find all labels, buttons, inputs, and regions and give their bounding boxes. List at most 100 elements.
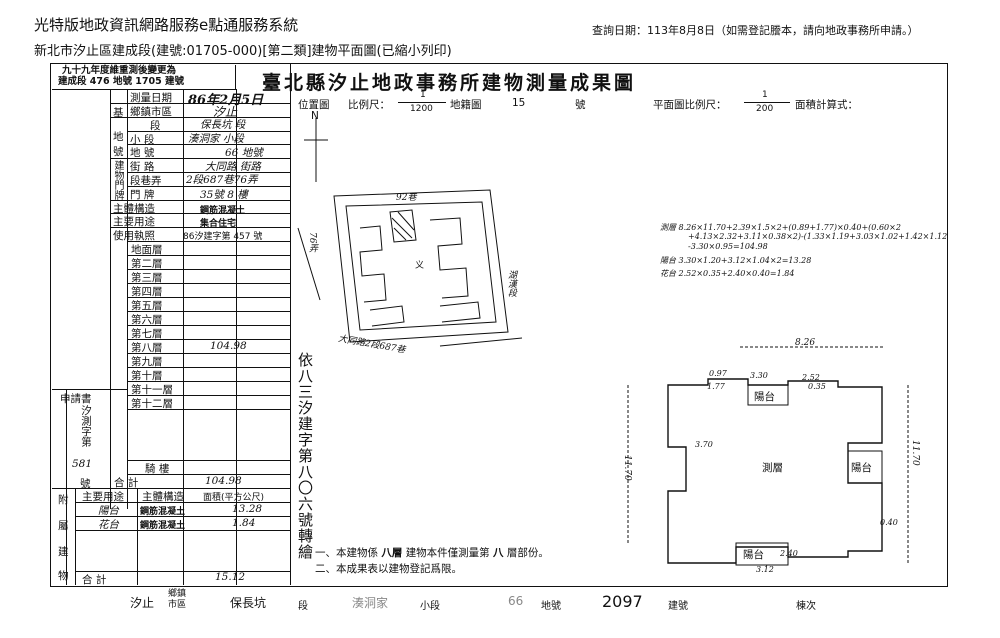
floor-label: 第六層 <box>131 314 163 326</box>
renumbering-note-line2: 建成段 476 地號 1705 建號 <box>58 76 185 87</box>
dim-d: 2.52 <box>802 373 820 382</box>
road-top: 92巷 <box>396 193 417 203</box>
aux-row1-area: 13.28 <box>232 503 263 515</box>
aux-left-3: 建 <box>58 546 69 558</box>
location-scale-den: 1200 <box>410 104 433 114</box>
survey-frame <box>50 63 948 587</box>
dim-e: 0.35 <box>808 382 826 391</box>
room-floor-label: 測層 <box>762 462 783 474</box>
dim-h: 2.40 <box>780 549 798 558</box>
query-date: 查詢日期：113年8月8日（如需登記謄本，請向地政事務所申請。） <box>592 24 919 37</box>
footnote-2: 二、本成果表以建物登記爲限。 <box>315 563 462 575</box>
cat-base-4: 號 <box>113 146 124 158</box>
location-scale-label: 比例尺： <box>348 99 390 111</box>
dim-f: 3.70 <box>695 440 713 449</box>
plan-scale-label: 平面圖比例尺： <box>653 99 727 111</box>
applicant-number: 581 <box>72 458 93 470</box>
cat-base-1: 基 <box>113 107 124 119</box>
balcony-top: 陽台 <box>754 391 775 403</box>
footnote-1-floors: 八層 <box>381 547 403 559</box>
structure-label: 主體構造 <box>113 203 155 215</box>
bottom-city: 汐止 <box>130 596 155 610</box>
aux-left-4: 物 <box>58 570 69 582</box>
document-subtitle: 新北市汐止區建成段(建號:01705-000)[第二類]建物平面圖(已縮小列印) <box>34 44 452 59</box>
total-value: 104.98 <box>205 475 242 487</box>
footnote-1-suffix: 層部份。 <box>506 547 549 559</box>
road-left: 76弄 <box>307 232 317 253</box>
dim-i: 0.40 <box>880 518 898 527</box>
dim-left: 11.70 <box>622 455 632 481</box>
dim-top: 8.26 <box>795 338 816 348</box>
renumbering-note-line1: 九十九年度維重測後變更為 <box>62 65 177 76</box>
floor-label: 第八層 <box>131 342 163 354</box>
aux-row2-use: 花台 <box>98 519 119 531</box>
renumbering-note: 九十九年度維重測後變更為 建成段 476 地號 1705 建號 <box>52 65 236 90</box>
aux-left-1: 附 <box>58 494 69 506</box>
dim-g: 3.12 <box>756 565 774 574</box>
license-value: 86汐建字第 457 號 <box>183 232 263 242</box>
plan-scale-num: 1 <box>762 90 768 100</box>
bottom-copy-label: 棟次 <box>796 601 816 612</box>
floor-label: 第九層 <box>131 356 163 368</box>
transfer-note: 依八三汐建字第八〇六號轉繪 <box>296 352 314 560</box>
aux-left-2: 屬 <box>58 520 69 532</box>
structure-value: 鋼筋混凝土 <box>200 206 246 216</box>
floor-label: 第四層 <box>131 286 163 298</box>
floor-label: 地面層 <box>131 244 163 256</box>
floor-plan <box>627 346 909 566</box>
balcony-right: 陽台 <box>851 462 872 474</box>
survey-date-label: 測量日期 <box>130 92 172 104</box>
street-value: 大同路 街路 <box>205 161 261 173</box>
cat-base-2: 地 <box>113 131 124 143</box>
aux-row1-use: 陽台 <box>98 505 119 517</box>
floor-label: 第七層 <box>131 328 163 340</box>
use-label: 主要用途 <box>113 216 155 228</box>
stair-label: 騎 樓 <box>145 463 170 475</box>
system-title: 光特版地政資訊網路服務e點通服務系統 <box>34 16 299 34</box>
aux-row2-area: 1.84 <box>232 517 256 529</box>
area-calc-label: 面積計算式： <box>795 99 858 111</box>
bottom-building-number: 2097 <box>602 592 643 611</box>
calc-line-5: 花台 2.52×0.35+2.40×0.40=1.84 <box>660 269 795 278</box>
dim-b: 1.77 <box>707 382 725 391</box>
bottom-section-label: 段 <box>298 601 308 612</box>
applicant-label: 申請書 <box>60 393 92 405</box>
township-label: 鄉鎮市區 <box>130 106 172 118</box>
floor-label: 第三層 <box>131 272 163 284</box>
cat-building-door: 建物門牌 <box>112 160 123 200</box>
lane-label: 段巷弄 <box>130 175 162 187</box>
street-label: 街 路 <box>130 161 155 173</box>
section-label: 段 <box>150 120 161 132</box>
calc-line-4: 陽台 3.30×1.20+3.12×1.04×2=13.28 <box>660 256 812 265</box>
floor-label: 第十一層 <box>131 384 173 396</box>
calc-line-3: -3.30×0.95=104.98 <box>688 242 768 251</box>
calc-line-2: +4.13×2.32+3.11×0.38×2)-(1.33×1.19+3.03×… <box>688 232 948 241</box>
applicant-vertical: 汐測字第 <box>80 405 92 447</box>
north-label: N <box>311 110 319 122</box>
footnote-1-mid: 建物本件僅測量第 <box>405 547 490 559</box>
license-label: 使用執照 <box>113 230 155 242</box>
map-suffix: 號 <box>575 99 586 111</box>
plan-scale-den: 200 <box>756 104 774 114</box>
aux-row2-struct: 鋼筋混凝土 <box>140 521 186 531</box>
footnote-1-floor: 八 <box>493 547 504 559</box>
use-value: 集合住宅 <box>200 219 237 229</box>
aux-head-struct: 主體構造 <box>142 491 184 503</box>
bottom-section: 保長坑 <box>230 596 267 610</box>
lane-value: 2段687巷76弄 <box>186 174 258 186</box>
aux-total-label: 合 計 <box>82 574 107 586</box>
aux-row1-struct: 鋼筋混凝土 <box>140 507 186 517</box>
bottom-subsection-label: 小段 <box>420 601 440 612</box>
road-right: 湖漢段 <box>506 270 516 297</box>
bottom-building-label: 建號 <box>668 601 688 612</box>
map-label: 地籍圖 <box>450 99 482 111</box>
bottom-lot: 66 <box>508 594 524 608</box>
door-value: 35號 8 樓 <box>200 189 248 201</box>
lot-label: 地 號 <box>130 147 155 159</box>
map-number: 15 <box>512 97 526 109</box>
aux-total-value: 15.12 <box>215 571 246 583</box>
subsection-label: 小 段 <box>130 134 155 146</box>
balcony-bottom: 陽台 <box>743 549 764 561</box>
footnote-1-prefix: 一、本建物係 <box>315 547 378 559</box>
footnote-1: 一、本建物係 八層 建物本件僅測量第 八 層部份。 <box>315 545 549 560</box>
